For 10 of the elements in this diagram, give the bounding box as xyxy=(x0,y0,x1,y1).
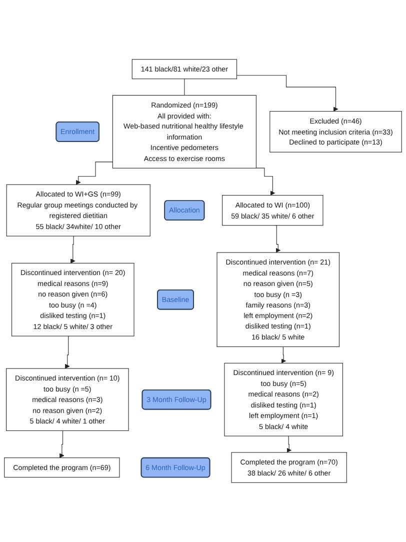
arrow xyxy=(70,236,76,264)
arrow xyxy=(256,168,276,196)
arrow xyxy=(236,75,338,112)
connector xyxy=(184,78,185,96)
arrow xyxy=(281,346,286,364)
arrow xyxy=(65,336,70,369)
arrow xyxy=(76,162,113,185)
arrow xyxy=(60,430,64,458)
arrow xyxy=(274,225,281,253)
arrow xyxy=(286,436,292,453)
